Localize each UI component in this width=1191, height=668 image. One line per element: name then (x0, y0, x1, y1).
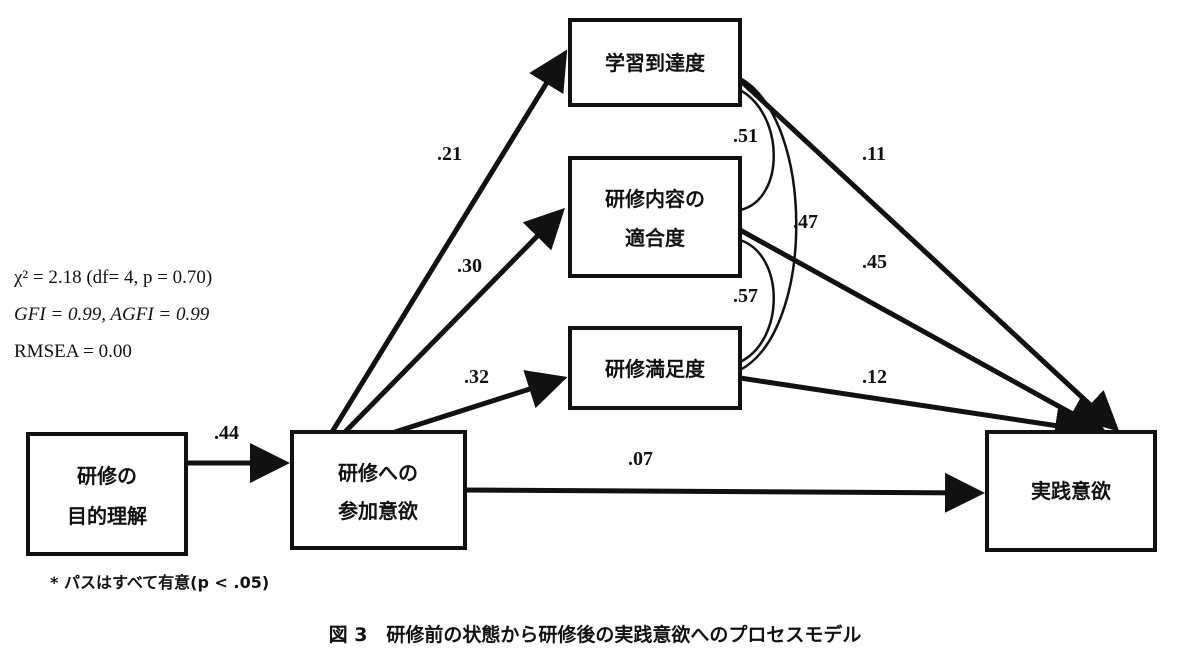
coef-fit-practice: .45 (862, 251, 887, 273)
node-achievement: 学習到達度 (568, 18, 742, 107)
coef-motivation-fit: .30 (457, 255, 482, 277)
figure-caption: 図 3 研修前の状態から研修後の実践意欲へのプロセスモデル (329, 623, 862, 646)
coef-motivation-practice: .07 (628, 448, 653, 470)
node-fit-line1: 研修内容の (605, 187, 705, 211)
coef-achievement-practice: .11 (862, 143, 886, 165)
node-fit-line2: 適合度 (625, 226, 686, 250)
node-practice-line1: 実践意欲 (1031, 479, 1111, 503)
node-purpose: 研修の 目的理解 (26, 432, 188, 556)
path-achievement-practice (738, 78, 1120, 432)
node-practice: 実践意欲 (985, 430, 1157, 552)
coef-purpose-motivation: .44 (214, 422, 239, 444)
corr-coef-achievement-fit: .51 (733, 125, 758, 147)
corr-coef-achievement-satisfaction: .47 (793, 211, 818, 233)
corr-achievement-satisfaction (739, 76, 798, 372)
node-achievement-line1: 学習到達度 (605, 51, 706, 75)
node-motivation-line2: 参加意欲 (338, 499, 418, 523)
fit-gfi: GFI = 0.99, AGFI = 0.99 (14, 304, 210, 325)
fit-rmsea: RMSEA = 0.00 (14, 341, 132, 362)
node-satisfaction: 研修満足度 (568, 326, 742, 410)
path-fit-practice (738, 227, 1107, 433)
path-motivation-fit (343, 207, 566, 434)
corr-coef-fit-satisfaction: .57 (733, 285, 758, 307)
coef-satisfaction-practice: .12 (862, 366, 887, 388)
path-motivation-satisfaction (394, 370, 568, 435)
coef-motivation-satisfaction: .32 (464, 366, 489, 388)
path-motivation-achievement (329, 49, 568, 434)
node-purpose-line1: 研修の (77, 464, 137, 488)
node-satisfaction-line1: 研修満足度 (605, 357, 706, 381)
significance-note: * パスはすべて有意(p < .05) (50, 573, 269, 592)
node-fit: 研修内容の 適合度 (568, 156, 742, 278)
coef-motivation-achievement: .21 (437, 143, 462, 165)
node-purpose-line2: 目的理解 (67, 504, 147, 528)
corr-achievement-fit (739, 88, 775, 212)
path-motivation-practice (464, 472, 985, 513)
fit-chi-square: χ² = 2.18 (df= 4, p = 0.70) (13, 267, 212, 288)
node-motivation-line1: 研修への (338, 461, 418, 485)
node-motivation: 研修への 参加意欲 (290, 430, 467, 550)
path-satisfaction-practice (739, 375, 1095, 446)
corr-fit-satisfaction (739, 238, 775, 364)
